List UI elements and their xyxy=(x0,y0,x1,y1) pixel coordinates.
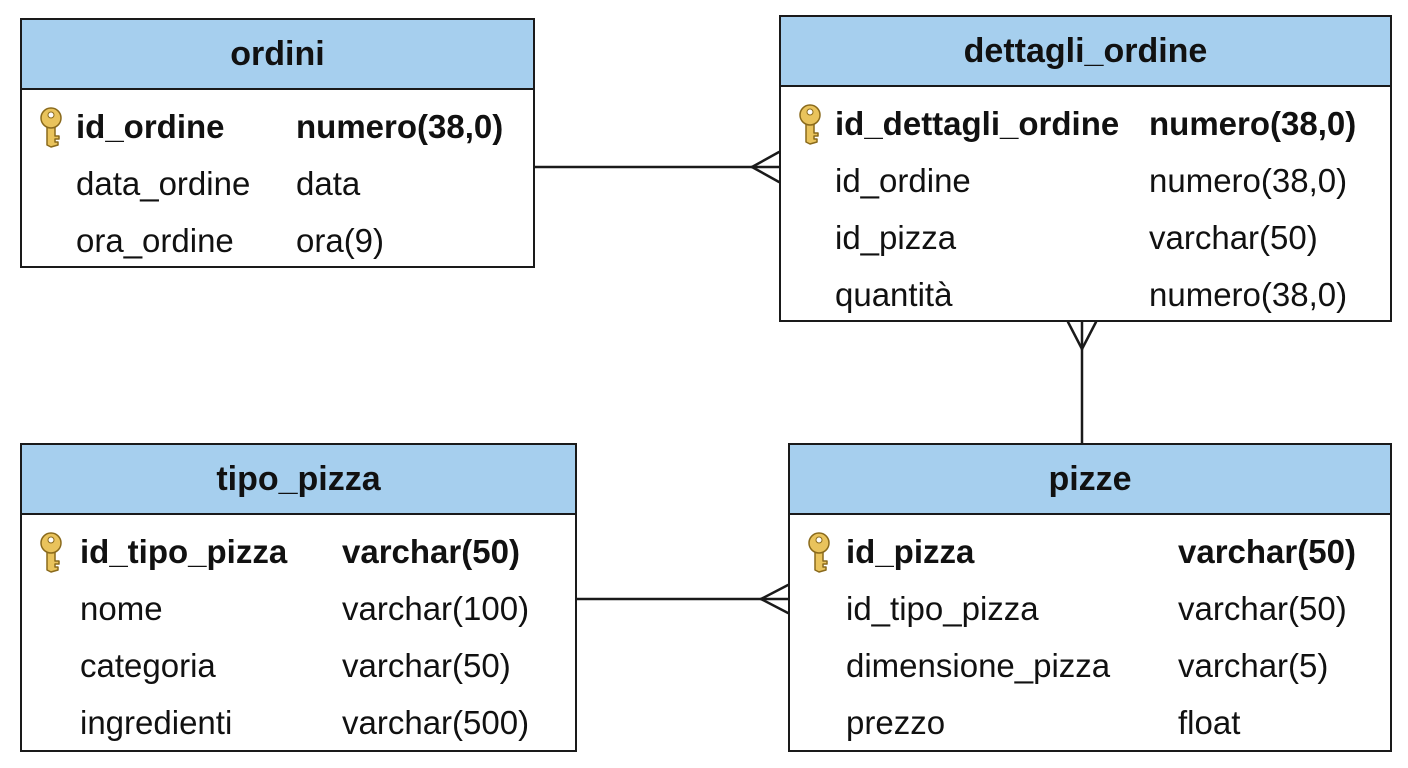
field-row: ora_ordine ora(9) xyxy=(22,212,533,269)
entity-title: pizze xyxy=(790,445,1390,515)
primary-key-row: id_tipo_pizza varchar(50) xyxy=(22,523,575,580)
field-row: id_pizza varchar(50) xyxy=(781,209,1390,266)
entity-title: dettagli_ordine xyxy=(781,17,1390,87)
field-type: varchar(50) xyxy=(1178,589,1347,627)
field-list: id_ordine numero(38,0) data_ordine data ora_… xyxy=(22,90,533,269)
field-name: quantità xyxy=(835,275,953,313)
field-type: varchar(50) xyxy=(342,646,511,684)
key-icon xyxy=(40,532,62,573)
field-name: categoria xyxy=(80,646,216,684)
field-row: prezzo float xyxy=(790,694,1390,751)
field-type: varchar(5) xyxy=(1178,646,1329,684)
field-row: dimensione_pizza varchar(5) xyxy=(790,637,1390,694)
field-row: categoria varchar(50) xyxy=(22,637,575,694)
field-type: numero(38,0) xyxy=(296,107,504,145)
field-list: id_pizza varchar(50) id_tipo_pizza varchar(… xyxy=(790,515,1390,751)
key-icon xyxy=(808,532,830,573)
field-row: quantità numero(38,0) xyxy=(781,266,1390,323)
entity-title: tipo_pizza xyxy=(22,445,575,515)
field-type: float xyxy=(1178,703,1241,741)
field-type: varchar(50) xyxy=(342,532,520,570)
relationship-pizze-dettagli-ordine xyxy=(1066,320,1098,445)
field-list: id_tipo_pizza varchar(50) nome varchar(100)… xyxy=(22,515,575,751)
field-name: id_dettagli_ordine xyxy=(835,104,1120,142)
key-icon xyxy=(40,107,62,148)
primary-key-row: id_dettagli_ordine numero(38,0) xyxy=(781,95,1390,152)
entity-title: ordini xyxy=(22,20,533,90)
field-row: nome varchar(100) xyxy=(22,580,575,637)
relationship-tipo-pizza-pizze xyxy=(575,583,790,615)
field-type: numero(38,0) xyxy=(1149,275,1348,313)
field-name: id_ordine xyxy=(76,107,225,145)
field-type: varchar(100) xyxy=(342,589,530,627)
field-name: data_ordine xyxy=(76,164,251,202)
field-type: varchar(50) xyxy=(1178,532,1356,570)
key-icon xyxy=(799,104,821,145)
field-row: id_tipo_pizza varchar(50) xyxy=(790,580,1390,637)
field-type: ora(9) xyxy=(296,221,385,259)
relationship-ordini-dettagli-ordine xyxy=(533,150,781,184)
primary-key-row: id_pizza varchar(50) xyxy=(790,523,1390,580)
field-name: id_tipo_pizza xyxy=(846,589,1039,627)
field-name: nome xyxy=(80,589,163,627)
field-name: dimensione_pizza xyxy=(846,646,1111,684)
field-name: ingredienti xyxy=(80,703,233,741)
field-name: prezzo xyxy=(846,703,946,741)
field-type: varchar(500) xyxy=(342,703,530,741)
field-name: id_tipo_pizza xyxy=(80,532,288,570)
field-type: numero(38,0) xyxy=(1149,161,1348,199)
field-name: ora_ordine xyxy=(76,221,234,259)
field-row: data_ordine data xyxy=(22,155,533,212)
field-type: numero(38,0) xyxy=(1149,104,1357,142)
field-name: id_pizza xyxy=(835,218,957,256)
field-row: id_ordine numero(38,0) xyxy=(781,152,1390,209)
field-name: id_pizza xyxy=(846,532,975,570)
entity-tipo-pizza[interactable]: tipo_pizza id_tipo_pizza varchar(50) nome v… xyxy=(20,443,577,752)
field-type: varchar(50) xyxy=(1149,218,1318,256)
field-name: id_ordine xyxy=(835,161,971,199)
primary-key-row: id_ordine numero(38,0) xyxy=(22,98,533,155)
field-type: data xyxy=(296,164,361,202)
field-row: ingredienti varchar(500) xyxy=(22,694,575,751)
